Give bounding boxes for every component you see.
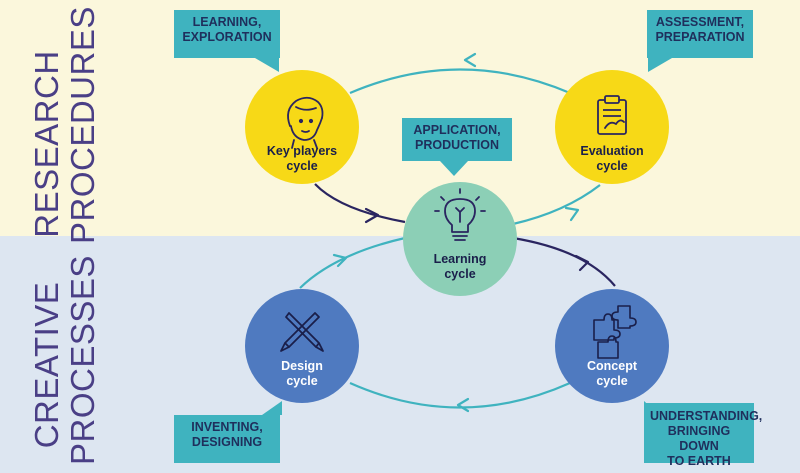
arrow-learning-to-evaluation [564,206,580,222]
arrow-design-to-learning [332,253,348,268]
label-line: cycle [286,159,318,173]
design-label: Design cycle [247,359,357,389]
person-head-icon [287,96,324,149]
label-line: cycle [596,374,628,388]
top-loop-right-connector [512,184,601,226]
callout-line: UNDERSTANDING, [650,409,763,423]
design-circle [245,289,359,403]
callout-application-production: APPLICATION, PRODUCTION [402,118,512,161]
callout-learning-exploration: LEARNING, EXPLORATION [174,10,280,58]
callout-understanding: UNDERSTANDING, BRINGING DOWN TO EARTH [644,403,763,468]
key-players-circle [245,70,359,184]
callout-line: TO EARTH [667,454,731,468]
top-loop-left-connector [314,183,406,224]
callout-line: LEARNING, [192,15,262,29]
callout-line: BRINGING DOWN [667,424,731,453]
bottom-loop-back-arc [349,381,571,409]
callout-line: PRODUCTION [414,138,500,152]
bottom-loop-right-connector [512,236,616,287]
label-line: Evaluation [580,144,644,158]
callout-line: EXPLORATION [182,30,272,44]
puzzle-pieces-icon [593,305,637,359]
callout-assessment-preparation: ASSESSMENT, PREPARATION [647,10,753,58]
arrow-top-left [463,52,477,68]
crossed-pencils-icon [280,312,324,352]
callout-pointer-assessment-preparation [648,58,672,72]
arrow-learning-to-concept [574,254,590,272]
callout-pointer-application-production [440,161,468,176]
callout-pointer-inventing-designing [262,401,282,415]
key-players-label: Key players cycle [247,144,357,174]
callout-line: APPLICATION, [413,123,501,137]
concept-label: Concept cycle [557,359,667,389]
label-line: Design [281,359,323,373]
callout-inventing-designing: INVENTING, DESIGNING [174,415,280,463]
clipboard-icon [597,95,627,135]
callout-line: INVENTING, [191,420,263,434]
concept-circle [555,289,669,403]
evaluation-label: Evaluation cycle [557,144,667,174]
evaluation-circle [555,70,669,184]
bottom-loop-left-connector [299,236,406,289]
arrow-bottom-right [456,397,470,413]
callout-pointer-learning-exploration [255,58,279,72]
label-line: cycle [286,374,318,388]
label-line: cycle [444,267,476,281]
label-line: cycle [596,159,628,173]
arrow-left-to-learning [364,207,380,224]
label-line: Concept [587,359,637,373]
callout-line: PREPARATION [655,30,745,44]
callout-line: ASSESSMENT, [655,15,745,29]
learning-circle [403,182,517,296]
label-line: Learning [433,252,487,266]
lightbulb-icon [434,188,486,241]
label-line: Key players [266,144,338,158]
learning-label: Learning cycle [405,252,515,282]
top-loop-back-arc [349,68,571,95]
callout-line: DESIGNING [191,435,263,449]
